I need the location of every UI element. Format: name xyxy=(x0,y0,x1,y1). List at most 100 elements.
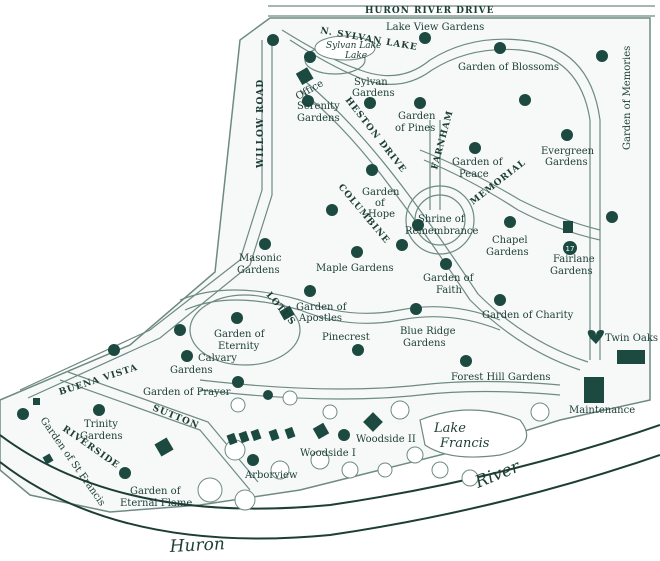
marker-masonic xyxy=(259,238,271,250)
marker-peace xyxy=(469,142,481,154)
label-eternal-flame: Garden of xyxy=(130,486,182,497)
label-pines-2: of Pines xyxy=(395,123,435,134)
road-network xyxy=(19,5,655,491)
label-trinity-2: Gardens xyxy=(80,431,123,442)
marker-willow-top xyxy=(267,34,279,46)
label-charity: Garden of Charity xyxy=(482,310,574,321)
marker-maple xyxy=(351,246,363,258)
marker-trinity xyxy=(93,404,105,416)
marker-pinecrest xyxy=(352,344,364,356)
label-arborview: Arborview xyxy=(244,470,298,481)
marker-blue-ridge xyxy=(410,303,422,315)
label-evergreen-2: Gardens xyxy=(545,157,588,168)
marker-lake-view xyxy=(419,32,431,44)
marker-chapel xyxy=(504,216,516,228)
maintenance-building xyxy=(584,377,604,403)
marker-eternity-2 xyxy=(174,324,186,336)
marker-pines xyxy=(414,97,426,109)
label-fairlane: Fairlane xyxy=(553,254,595,265)
flame-marker xyxy=(154,437,174,457)
label-faith-2: Faith xyxy=(436,285,462,296)
label-peace-2: Peace xyxy=(459,169,489,180)
twin-oaks-building xyxy=(617,350,645,364)
arborview-marker-3 xyxy=(250,428,262,442)
label-lake-francis: Lake xyxy=(433,421,466,436)
road-huron-river-drive: HURON RIVER DRIVE xyxy=(365,6,495,16)
label-calvary-2: Gardens xyxy=(170,365,213,376)
label-lake-francis-2: Francis xyxy=(439,436,490,451)
label-evergreen: Evergreen xyxy=(541,146,595,157)
label-masonic-2: Gardens xyxy=(237,265,280,276)
label-sylvan-2: Gardens xyxy=(352,88,395,99)
label-blossoms: Garden of Blossoms xyxy=(458,62,559,73)
office-building xyxy=(295,67,314,86)
marker-forest-hill xyxy=(460,355,472,367)
label-hope-3: Hope xyxy=(368,209,395,220)
marker-arborview xyxy=(247,454,259,466)
marker-sylvan-gardens xyxy=(364,97,376,109)
twin-oaks-heart-icon xyxy=(587,330,604,344)
label-lake-view: Lake View Gardens xyxy=(386,22,484,33)
marker-calvary-2 xyxy=(108,344,120,356)
label-forest-hill: Forest Hill Gardens xyxy=(451,372,551,383)
label-serenity-2: Gardens xyxy=(297,113,340,124)
label-chapel-2: Gardens xyxy=(486,247,529,258)
label-woodside-i: Woodside I xyxy=(300,448,356,459)
marker-faith xyxy=(440,258,452,270)
marker-st-francis xyxy=(17,408,29,420)
buena-vista-marker xyxy=(33,398,40,405)
marker-prayer xyxy=(232,376,244,388)
label-eternity-2: Eternity xyxy=(218,341,260,352)
label-chapel: Chapel xyxy=(492,235,528,246)
label-shrine: Shrine of xyxy=(418,214,466,225)
label-twin-oaks: Twin Oaks xyxy=(605,333,658,344)
label-maple: Maple Gardens xyxy=(316,263,394,274)
label-serenity: Serenity xyxy=(297,101,340,112)
label-hope: Garden xyxy=(362,187,400,198)
marker-memories xyxy=(596,50,608,62)
buildings: 17 xyxy=(33,67,645,465)
arborview-marker-1 xyxy=(226,432,238,446)
marker-hope xyxy=(366,164,378,176)
label-memories: Garden of Memories xyxy=(622,46,633,150)
label-apostles: Garden of xyxy=(296,302,348,313)
label-calvary: Calvary xyxy=(198,353,237,364)
woodside-i-marker xyxy=(312,422,330,440)
garden-markers xyxy=(17,32,618,479)
label-fairlane-2: Gardens xyxy=(550,266,593,277)
label-peace: Garden of xyxy=(452,157,504,168)
marker-apostles xyxy=(304,285,316,297)
marker-serenity xyxy=(302,95,314,107)
huron-river xyxy=(0,424,660,540)
woodside-ii-marker xyxy=(363,412,383,432)
label-pinecrest: Pinecrest xyxy=(322,332,370,343)
marker-charity xyxy=(494,294,506,306)
marker-evergreen xyxy=(561,129,573,141)
marker-blossoms-2 xyxy=(519,94,531,106)
label-maintenance: Maintenance xyxy=(569,405,635,416)
marker-woodside-i xyxy=(338,429,350,441)
marker-shrine xyxy=(412,219,424,231)
property-boundary xyxy=(0,17,651,513)
label-masonic: Masonic xyxy=(239,253,282,264)
fairlane-number-badge xyxy=(563,241,577,255)
label-pines: Garden xyxy=(398,111,436,122)
label-blue-ridge: Blue Ridge xyxy=(400,326,456,337)
marker-columbine xyxy=(396,239,408,251)
marker-sylvan-lake xyxy=(304,51,316,63)
label-trinity: Trinity xyxy=(84,419,118,430)
label-hope-2: of xyxy=(375,198,386,209)
marker-blossoms xyxy=(494,42,506,54)
lake-francis xyxy=(419,409,528,458)
marker-memories-2 xyxy=(606,211,618,223)
sylvan-lake xyxy=(314,35,376,61)
label-prayer: Garden of Prayer xyxy=(143,387,231,398)
label-faith: Garden of xyxy=(423,273,475,284)
label-blue-ridge-2: Gardens xyxy=(403,338,446,349)
label-eternity: Garden of xyxy=(214,329,266,340)
label-shrine-2: Remembrance xyxy=(405,226,479,237)
arborview-marker-2 xyxy=(238,430,250,444)
marker-pinecrest-2 xyxy=(263,390,273,400)
marker-hope-2 xyxy=(326,204,338,216)
